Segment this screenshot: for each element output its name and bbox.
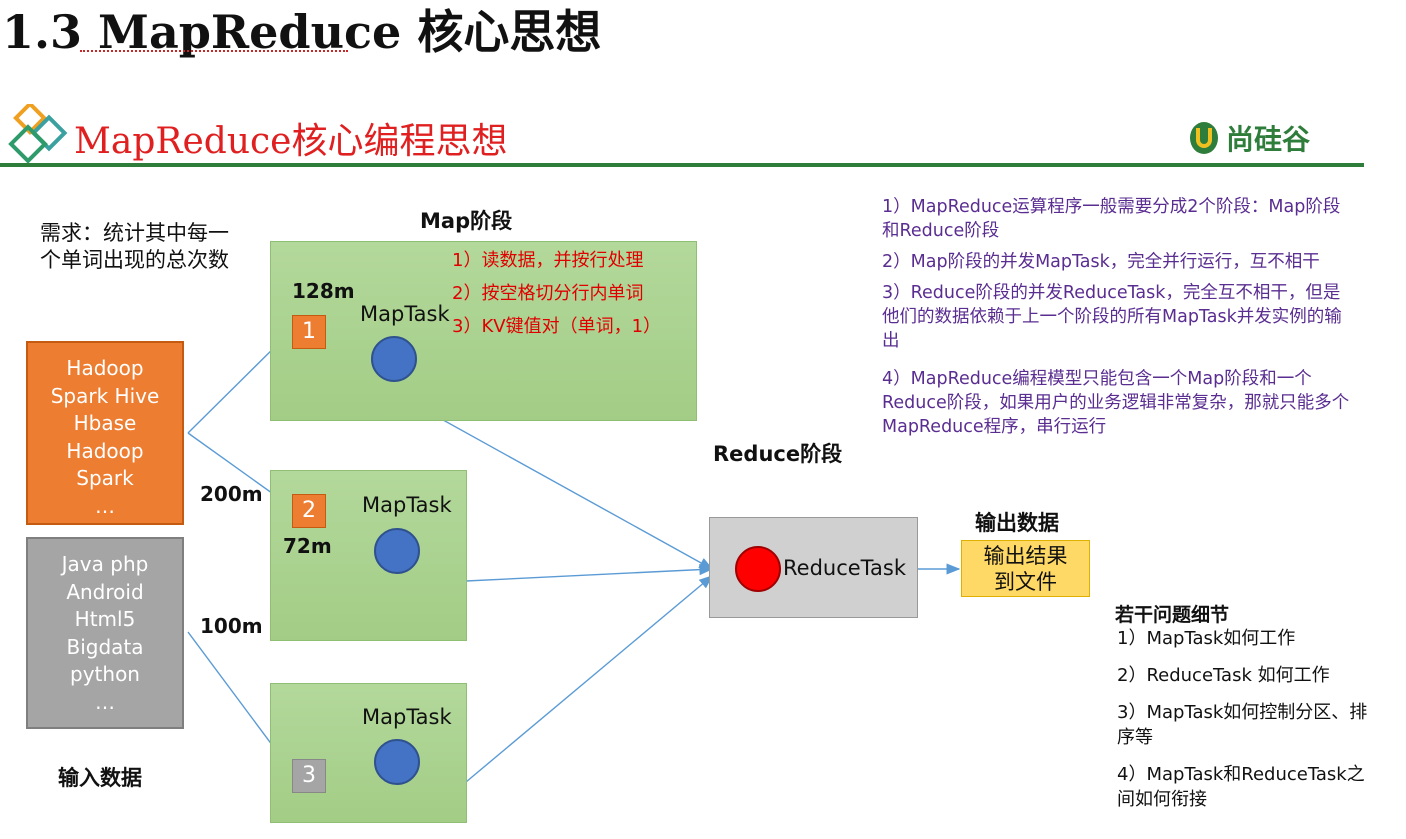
input-file-1: Hadoop Spark Hive Hbase Hadoop Spark … <box>26 341 184 525</box>
input-line: Spark Hive <box>50 383 160 408</box>
input-line: Hadoop <box>66 356 144 380</box>
output-box: 输出结果 到文件 <box>961 540 1090 597</box>
file-size-1: 200m <box>200 482 263 506</box>
file-size-2: 100m <box>200 614 263 638</box>
brand-name: 尚硅谷 <box>1226 123 1311 156</box>
detail-item-1: 1）MapTask如何工作 <box>1117 628 1296 649</box>
maptask-node-3 <box>374 739 420 785</box>
requirement-text: 需求：统计其中每一个单词出现的总次数 <box>40 221 229 272</box>
arrow-maptask-3-to-reduce <box>465 575 714 783</box>
note-2: 2）Map阶段的并发MapTask，完全并行运行，互不相干 <box>882 252 1320 272</box>
note-4: 4）MapReduce编程模型只能包含一个Map阶段和一个Reduce阶段，如果… <box>882 369 1350 437</box>
input-line: Hbase <box>73 411 137 435</box>
notes-panel: 1）MapReduce运算程序一般需要分成2个阶段：Map阶段和Reduce阶段… <box>882 195 1352 446</box>
maptask-label-1: MapTask <box>360 302 450 326</box>
details-title: 若干问题细节 <box>1115 604 1230 626</box>
map-step-3: 3）KV键值对（单词，1） <box>452 316 662 337</box>
output-line-1: 输出结果 <box>983 544 1068 568</box>
input-line: Hadoop <box>66 438 144 463</box>
slide-title: MapReduce核心编程思想 <box>74 121 508 162</box>
map-task-box-1 <box>270 241 697 421</box>
reducetask-label: ReduceTask <box>783 556 906 580</box>
split-1: 1 <box>292 315 326 349</box>
input-line: … <box>95 689 115 714</box>
detail-item-4: 4）MapTask和ReduceTask之间如何衔接 <box>1117 764 1365 810</box>
input-line: python <box>70 662 140 686</box>
note-1: 1）MapReduce运算程序一般需要分成2个阶段：Map阶段和Reduce阶段 <box>882 197 1341 241</box>
detail-item-2: 2）ReduceTask 如何工作 <box>1117 665 1330 686</box>
split-size-1: 128m <box>292 279 355 303</box>
diamond-logo-icon <box>8 104 68 164</box>
arrow-maptask-2-to-reduce <box>465 564 714 582</box>
details-list: 1）MapTask如何工作 2）ReduceTask 如何工作 3）MapTas… <box>1117 626 1377 824</box>
map-step-2: 2）按空格切分行内单词 <box>452 283 644 304</box>
maptask-label-2: MapTask <box>362 493 452 517</box>
maptask-node-1 <box>371 336 417 382</box>
output-data-label: 输出数据 <box>975 511 1059 535</box>
output-line-2: 到文件 <box>994 570 1057 594</box>
header-divider <box>0 163 1364 167</box>
reducetask-node <box>735 546 781 592</box>
map-task-box-3 <box>270 683 467 823</box>
split-size-2: 72m <box>283 534 332 558</box>
map-stage-label: Map阶段 <box>420 209 513 233</box>
brand: 尚硅谷 <box>1188 118 1310 158</box>
input-line: Bigdata <box>66 634 144 659</box>
note-3: 3）Reduce阶段的并发ReduceTask，完全互不相干，但是他们的数据依赖… <box>882 283 1342 351</box>
input-line: Android <box>66 579 144 604</box>
maptask-node-2 <box>374 528 420 574</box>
reduce-stage-label: Reduce阶段 <box>713 442 843 466</box>
input-line: Java php <box>61 552 149 576</box>
map-step-1: 1）读数据，并按行处理 <box>452 250 644 271</box>
split-2: 2 <box>292 494 326 528</box>
input-line: Html5 <box>74 607 136 631</box>
input-line: Spark <box>76 466 134 490</box>
spellcheck-underline <box>80 50 348 52</box>
brand-logo-icon <box>1190 122 1218 154</box>
input-line: … <box>95 493 115 518</box>
input-file-2: Java php Android Html5 Bigdata python … <box>26 537 184 729</box>
input-data-label: 输入数据 <box>58 766 142 790</box>
detail-item-3: 3）MapTask如何控制分区、排序等 <box>1117 702 1368 748</box>
maptask-label-3: MapTask <box>362 705 452 729</box>
split-3: 3 <box>292 759 326 793</box>
